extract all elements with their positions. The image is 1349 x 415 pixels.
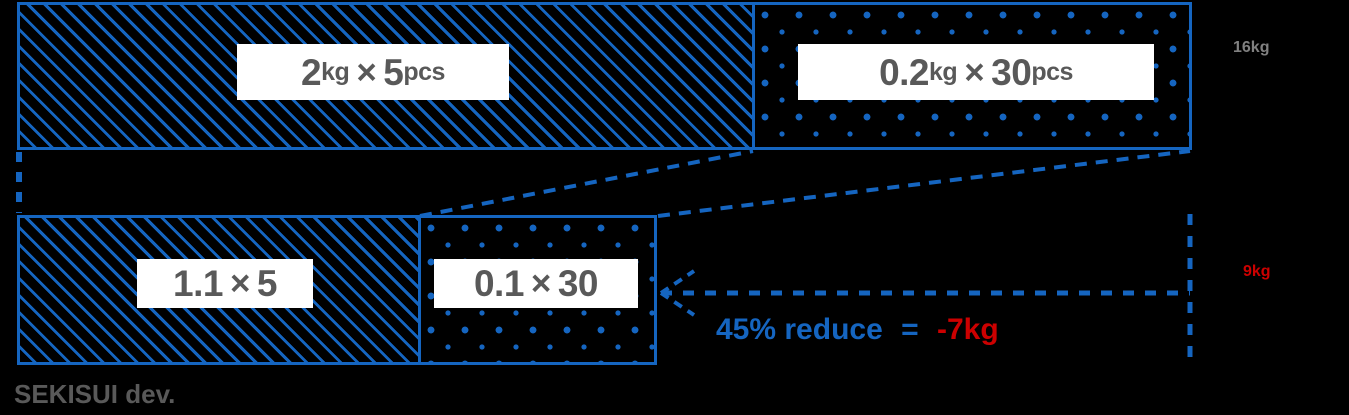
after-hatched-piece-count: 5 bbox=[256, 263, 278, 304]
after-dotted-times-symbol: × bbox=[530, 264, 551, 303]
reduction-delta-text: -7kg bbox=[936, 313, 999, 346]
before-hatched-times-symbol: × bbox=[356, 52, 377, 92]
after-total-label: 9kg bbox=[1243, 264, 1271, 280]
after-dotted-unit-weight: 0.1 bbox=[473, 263, 524, 304]
after-dotted-label: 0.1 × 30 bbox=[434, 259, 638, 308]
before-hatched-unit-weight: 2 bbox=[301, 51, 322, 93]
after-hatched-label: 1.1 × 5 bbox=[137, 259, 313, 308]
before-dotted-piece-count: 30 bbox=[991, 51, 1032, 93]
after-hatched-times-symbol: × bbox=[229, 264, 250, 303]
before-total-value: 16kg bbox=[1233, 39, 1270, 56]
reduction-annotation: 45% reduce = -7kg bbox=[716, 315, 999, 345]
footer-caption: SEKISUI dev. bbox=[14, 379, 175, 410]
before-hatched-piece-unit: pcs bbox=[403, 57, 445, 86]
before-dotted-unit-weight: 0.2 bbox=[879, 51, 930, 93]
reduction-equals-symbol: = bbox=[901, 313, 919, 346]
dimension-arrowhead-lower bbox=[659, 291, 696, 317]
footer-caption-text: SEKISUI dev. bbox=[14, 379, 176, 409]
divider-diagonal-leader bbox=[419, 149, 754, 218]
dimension-arrowhead-upper bbox=[659, 269, 696, 295]
before-hatched-weight-unit: kg bbox=[321, 57, 350, 86]
before-hatched-piece-count: 5 bbox=[383, 51, 404, 93]
before-total-label: 16kg bbox=[1233, 40, 1269, 56]
reduction-percent-text: 45% reduce bbox=[716, 313, 883, 346]
after-total-value: 9kg bbox=[1243, 263, 1271, 280]
bar-end-diagonal-leader bbox=[657, 149, 1191, 218]
before-dotted-times-symbol: × bbox=[964, 52, 985, 92]
after-hatched-unit-weight: 1.1 bbox=[173, 263, 223, 304]
before-dotted-weight-unit: kg bbox=[929, 57, 958, 86]
before-dotted-label: 0.2 kg × 30 pcs bbox=[798, 44, 1154, 100]
before-hatched-label: 2 kg × 5 pcs bbox=[237, 44, 509, 100]
before-dotted-piece-unit: pcs bbox=[1031, 57, 1073, 86]
after-dotted-piece-count: 30 bbox=[557, 263, 599, 304]
